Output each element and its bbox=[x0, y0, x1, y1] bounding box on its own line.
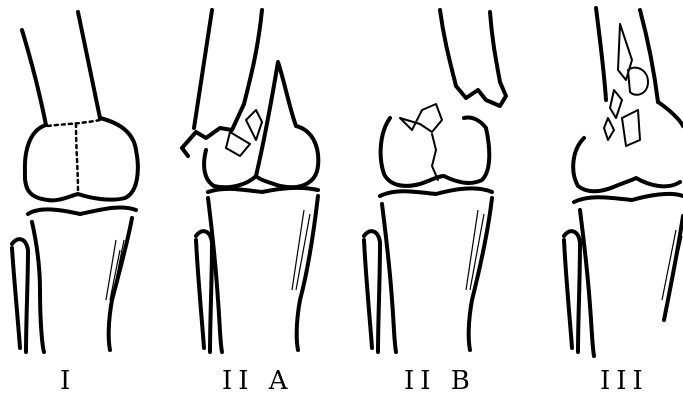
femur-shaft bbox=[194, 10, 262, 128]
tibia bbox=[580, 210, 594, 356]
panel-type-iia-drawing bbox=[182, 10, 318, 352]
femur-shaft bbox=[22, 12, 100, 125]
fracture-edge bbox=[182, 104, 244, 148]
tibia bbox=[382, 198, 492, 352]
femur-shaft bbox=[440, 10, 500, 86]
panel-type-iii-drawing bbox=[564, 8, 683, 356]
panel-label-iia: II A bbox=[222, 368, 294, 394]
fragment-detail bbox=[226, 110, 262, 156]
condyle-spike bbox=[256, 62, 318, 187]
fibula bbox=[12, 239, 28, 352]
tibial-plateau bbox=[28, 207, 136, 214]
fibula bbox=[564, 231, 580, 352]
panel-label-iib: II B bbox=[404, 368, 476, 394]
fracture-line-t bbox=[48, 120, 100, 192]
panel-type-i-drawing bbox=[12, 12, 138, 352]
fibula bbox=[364, 231, 380, 352]
fracture-edge bbox=[456, 82, 506, 106]
condyle-fragment bbox=[204, 150, 256, 187]
tibial-plateau bbox=[380, 188, 492, 196]
tibial-plateau bbox=[574, 194, 683, 202]
fracture-line bbox=[432, 134, 438, 180]
tibia bbox=[208, 196, 318, 352]
panel-label-i: I bbox=[60, 368, 76, 394]
panel-label-iii: III bbox=[600, 368, 649, 394]
comminution-fragment bbox=[400, 104, 442, 132]
femoral-condyles bbox=[25, 118, 138, 200]
fibula bbox=[196, 231, 212, 352]
panel-type-iib-drawing bbox=[364, 10, 506, 352]
femur-shaft bbox=[596, 8, 658, 102]
comminution-fragment bbox=[604, 24, 648, 146]
tibial-plateau bbox=[208, 188, 318, 192]
tibia bbox=[32, 218, 132, 352]
